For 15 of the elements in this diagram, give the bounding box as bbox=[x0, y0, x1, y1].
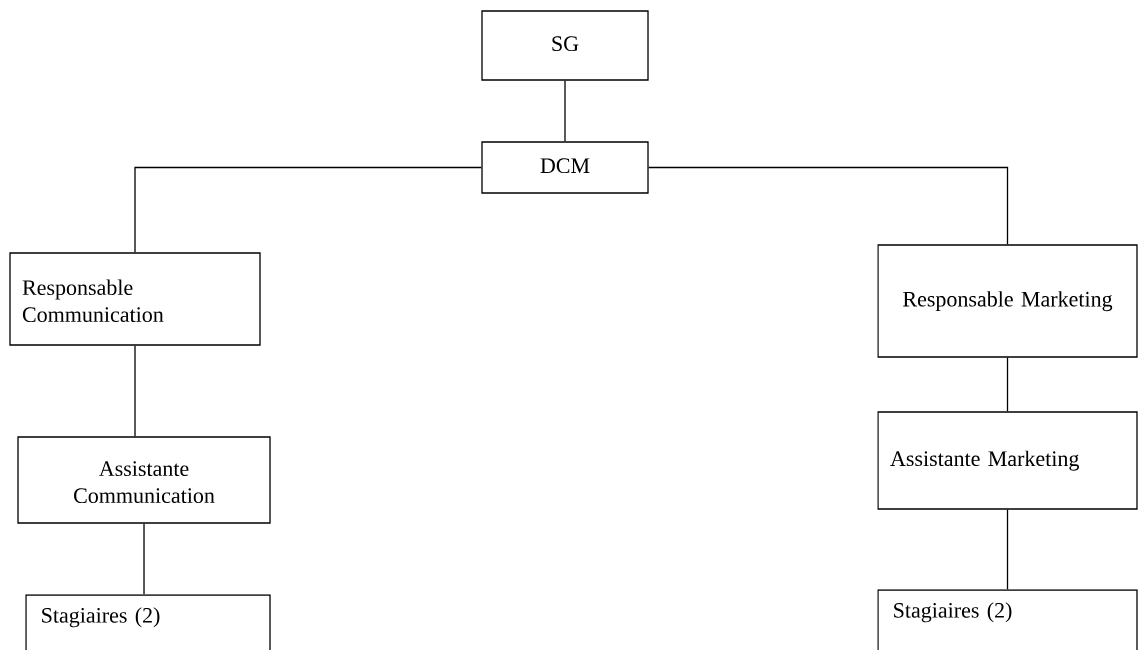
connector-line bbox=[1006, 509, 1009, 590]
org-box: Responsable Marketing bbox=[877, 244, 1138, 358]
org-box: Assistante Communication bbox=[17, 436, 271, 524]
org-box: Stagiaires (2) bbox=[25, 594, 271, 650]
connector-line bbox=[1006, 357, 1009, 412]
org-box: SG bbox=[481, 10, 649, 81]
connector-line bbox=[134, 345, 136, 437]
org-box: DCM bbox=[481, 141, 649, 194]
connector-line bbox=[134, 166, 482, 253]
org-box: Assistante Marketing bbox=[877, 411, 1138, 510]
connector-line bbox=[143, 523, 145, 595]
connector-line bbox=[564, 80, 566, 142]
org-box: Stagiaires (2) bbox=[877, 589, 1138, 650]
org-box: Responsable Communication bbox=[9, 252, 261, 346]
connector-line bbox=[648, 166, 1009, 245]
